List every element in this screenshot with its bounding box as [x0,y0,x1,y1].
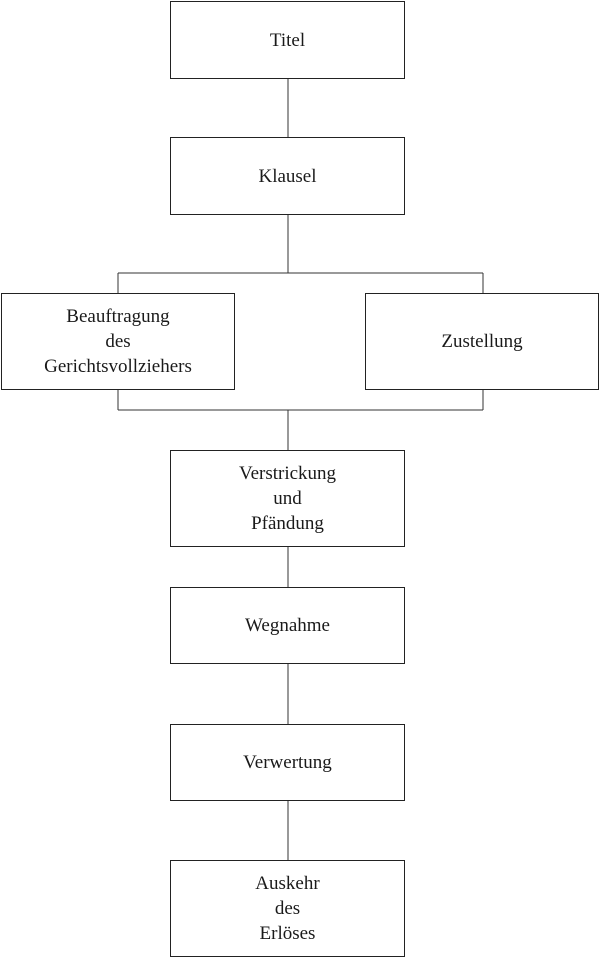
box-verstrickung: Verstrickung und Pfändung [170,450,405,547]
box-wegnahme: Wegnahme [170,587,405,664]
box-beauftragung: Beauftragung des Gerichtsvollziehers [1,293,235,390]
box-verwertung-label: Verwertung [243,752,332,773]
box-auskehr-label: Auskehr des Erlöses [255,873,320,944]
box-titel-label: Titel [269,29,306,51]
box-zustellung-label: Zustellung [441,331,523,352]
box-verstrickung-label: Verstrickung und Pfändung [238,463,337,534]
box-wegnahme-label: Wegnahme [245,615,330,636]
box-verwertung: Verwertung [170,724,405,801]
box-beauftragung-label: Beauftragung des Gerichtsvollziehers [44,306,192,377]
box-auskehr: Auskehr des Erlöses [170,860,405,957]
box-klausel: Klausel [170,137,405,215]
box-klausel-label: Klausel [258,165,317,187]
box-titel: Titel [170,1,405,79]
box-zustellung: Zustellung [365,293,599,390]
